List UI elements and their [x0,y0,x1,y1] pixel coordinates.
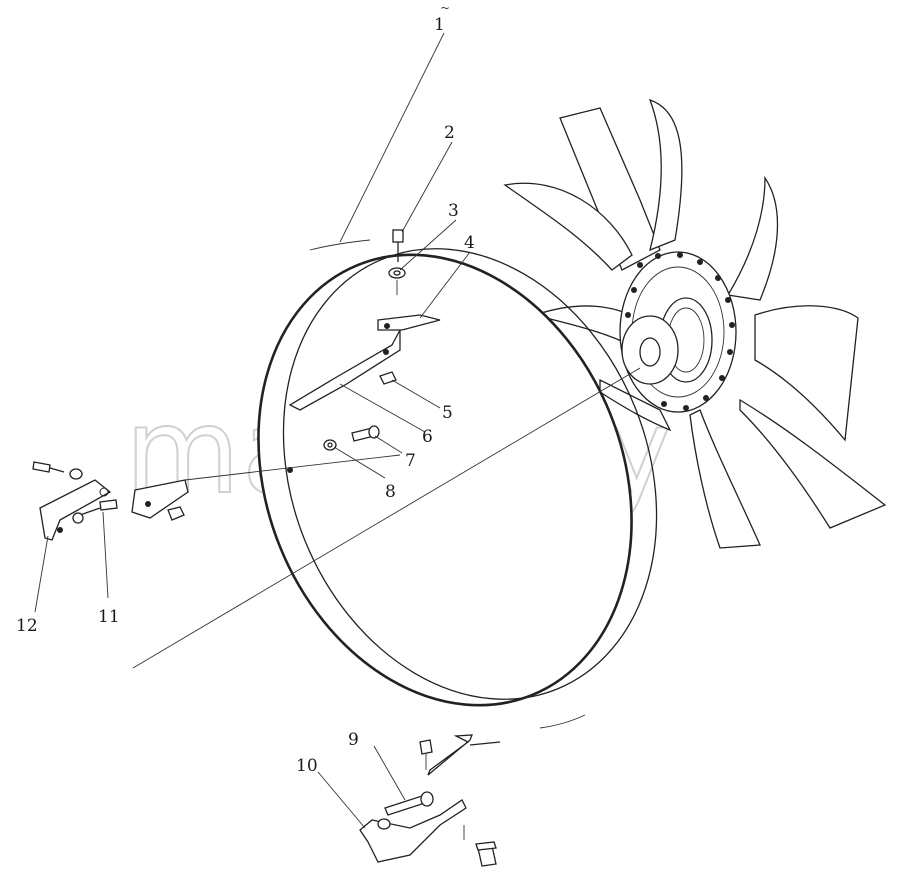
callout-7: 7 [405,451,416,471]
callout-1: 1 [434,15,445,35]
fan-blade [599,378,672,432]
callout-12: 12 [16,616,38,636]
page-mark: ~ [440,1,450,15]
hub-bolt-holes [625,252,735,411]
axis-centerline [132,367,641,669]
fan-blade [503,182,633,271]
left-mount-hardware [32,461,189,541]
fan-blade [739,398,887,529]
fan-assembly [503,98,887,549]
callout-11: 11 [98,607,120,627]
callout-5: 5 [442,403,453,423]
callout-3: 3 [448,201,459,221]
callout-8: 8 [385,482,396,502]
fan-blade [726,175,779,301]
fan-hub-bore [639,337,661,367]
fan-blade [754,305,859,442]
callout-4: 4 [464,233,475,253]
fan-shroud-ring [257,239,658,729]
lower-mount-hardware [359,734,501,867]
callout-9: 9 [348,730,359,750]
mount-centerline [184,454,401,481]
callout-labels: 1 2 3 4 5 6 7 8 9 10 11 12 [16,15,475,776]
leader-lines [34,32,471,829]
fan-blade [648,98,683,252]
callout-2: 2 [444,123,455,143]
callout-6: 6 [422,427,433,447]
fan-blade [689,409,761,549]
callout-10: 10 [296,756,318,776]
upper-mount-hardware [287,229,441,473]
